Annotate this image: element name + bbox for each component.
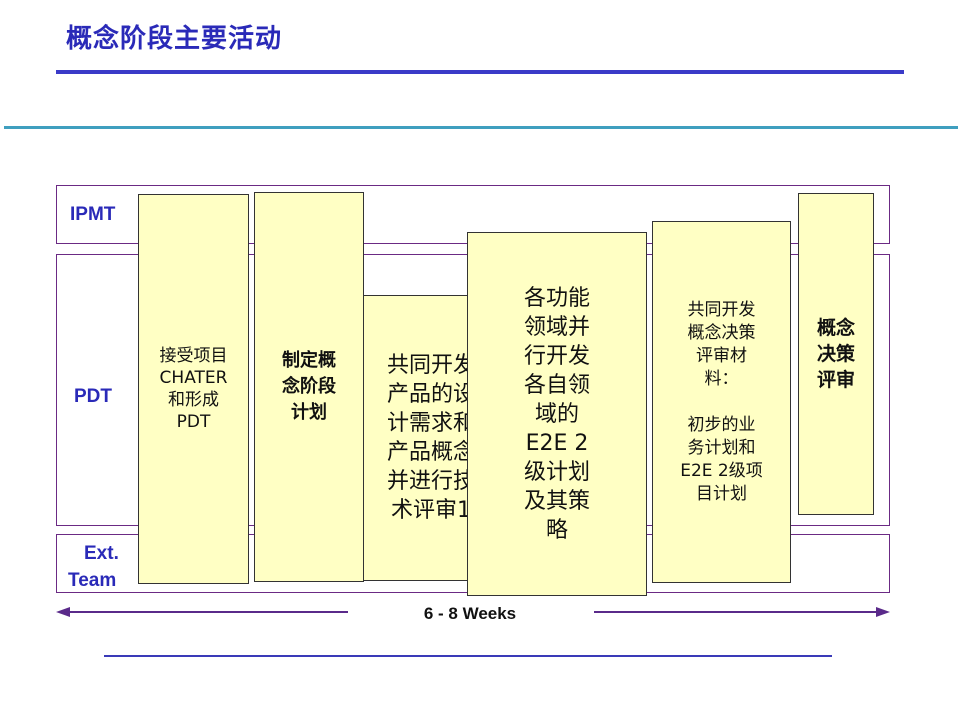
arrow-right-head — [876, 607, 890, 617]
arrow-left-head — [56, 607, 70, 617]
bottom-divider — [104, 655, 832, 657]
teal-divider — [4, 126, 958, 129]
duration-label: 6 - 8 Weeks — [423, 604, 517, 623]
title-underline — [56, 70, 904, 74]
lane-label-pdt: PDT — [74, 386, 112, 407]
lane-label-ipmt: IPMT — [70, 204, 116, 225]
activity-concept-plan: 制定概 念阶段 计划 — [254, 192, 364, 582]
activity-accept-charter: 接受项目 CHATER 和形成 PDT — [138, 194, 249, 584]
duration-arrow-left — [68, 611, 348, 613]
lane-label-team: Team — [68, 570, 117, 591]
lane-label-ext: Ext. — [84, 543, 119, 564]
activity-e2e-planning: 各功能 领域并 行开发 各自领 域的 E2E 2 级计划 及其策 略 — [467, 232, 647, 596]
page-title: 概念阶段主要活动 — [66, 24, 283, 54]
duration-arrow-right — [594, 611, 878, 613]
activity-concept-decision-review: 概念 决策 评审 — [798, 193, 874, 515]
activity-decision-materials: 共同开发 概念决策 评审材 料： 初步的业 务计划和 E2E 2级项 目计划 — [652, 221, 791, 583]
